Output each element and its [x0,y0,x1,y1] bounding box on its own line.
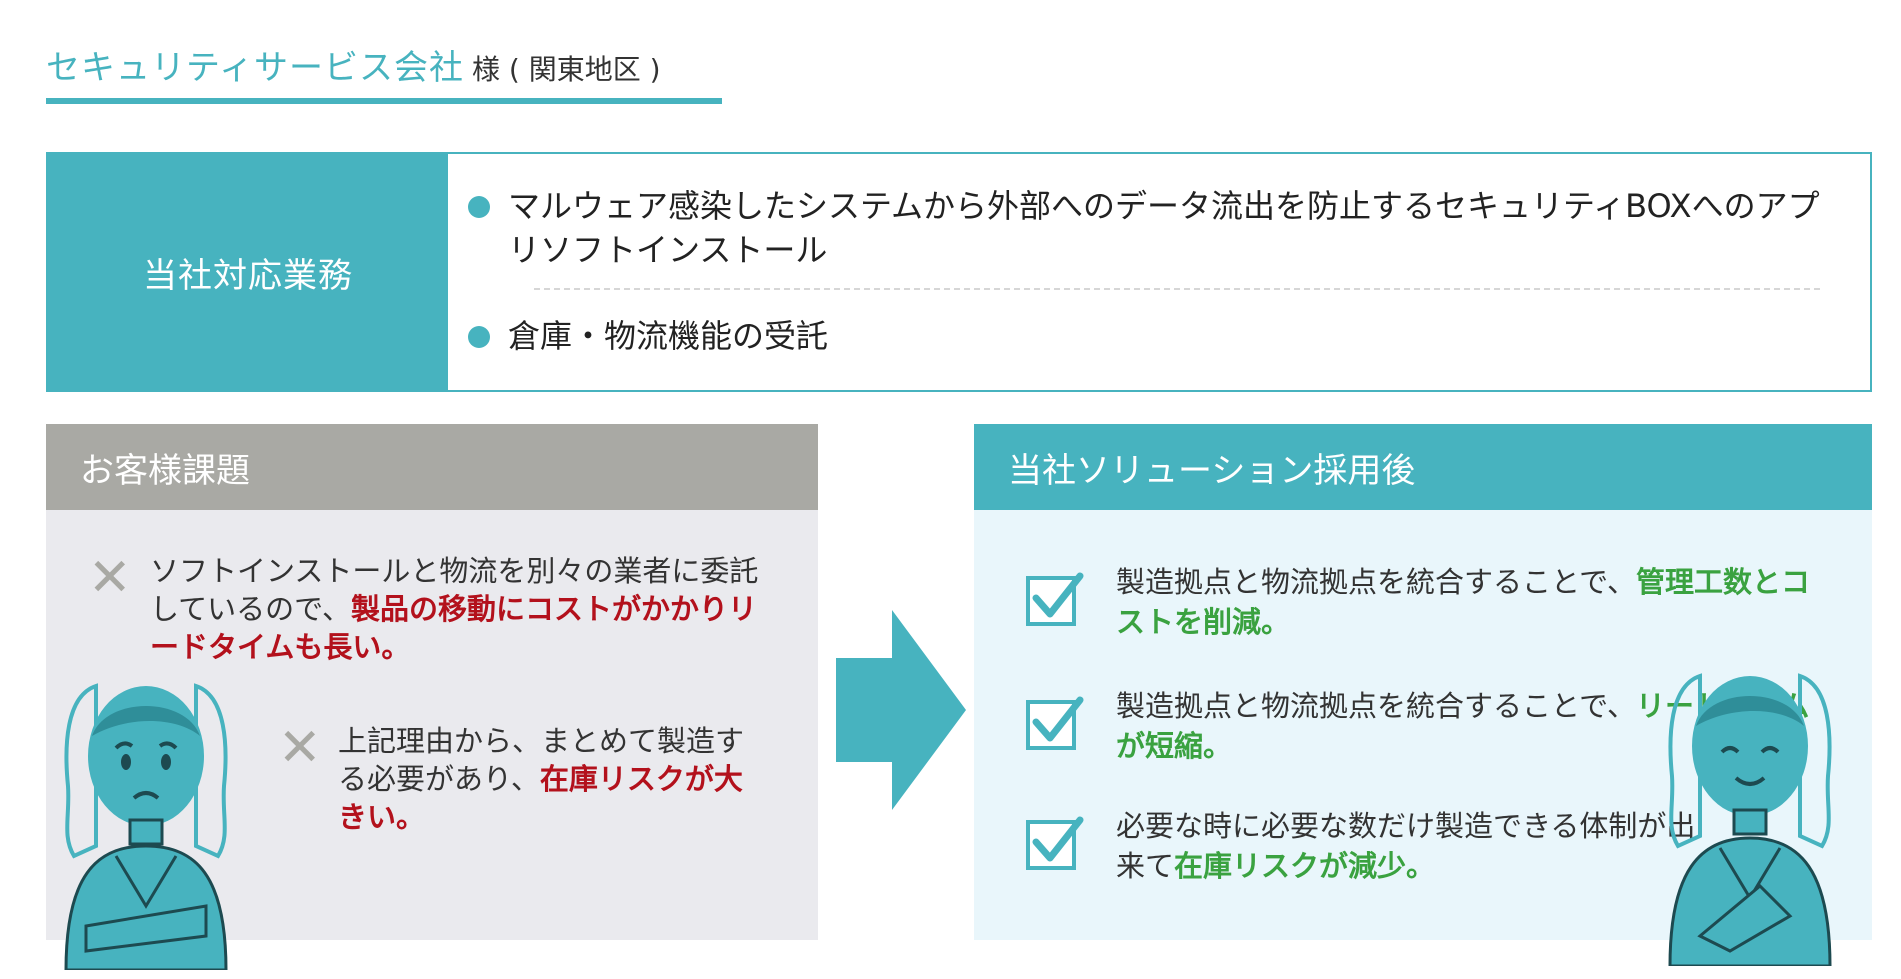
x-mark-icon: ✕ [278,718,322,778]
solution-header: 当社ソリューション採用後 [974,424,1872,510]
services-label: 当社対応業務 [48,154,448,390]
bullet-icon [468,196,490,218]
divider [534,288,1820,290]
issue-item: ソフトインストールと物流を別々の業者に委託しているので、製品の移動にコストがかか… [150,552,770,666]
worried-woman-icon [64,683,228,970]
x-mark-icon: ✕ [88,548,132,608]
solution-text: 製造拠点と物流拠点を統合することで、 [1116,565,1636,599]
service-item: マルウェア感染したシステムから外部へのデータ流出を防止するセキュリティBOXへの… [468,184,1848,272]
service-item: 倉庫・物流機能の受託 [468,314,1848,358]
solution-item: 製造拠点と物流拠点を統合することで、管理工数とコストを削減。 [1116,562,1836,642]
issue-text: ソフトインストールと物流を別々の業者に委託しているので、 [150,554,759,626]
issue-item: 上記理由から、まとめて製造する必要があり、在庫リスクが大きい。 [338,722,758,836]
issue-highlight: 在庫リスクが大きい。 [338,762,743,834]
services-box: 当社対応業務 マルウェア感染したシステムから外部へのデータ流出を防止するセキュリ… [46,152,1872,392]
bullet-icon [468,326,490,348]
issue-highlight: 製品の移動にコストがかかりリードタイムも長い。 [150,592,757,664]
right-arrow-icon [836,610,966,810]
company-name: セキュリティサービス会社 [46,48,464,88]
page-title: セキュリティサービス会社様 ( 関東地区 ) [46,40,722,104]
smiling-woman-icon [1668,673,1832,966]
company-suffix: 様 ( 関東地区 ) [471,53,661,86]
solution-highlight: 在庫リスクが減少。 [1174,849,1436,883]
service-item-text: マルウェア感染したシステムから外部へのデータ流出を防止するセキュリティBOXへの… [508,187,1820,269]
service-item-text: 倉庫・物流機能の受託 [508,317,829,355]
checkbox-check-icon [1026,816,1084,870]
solution-item: 必要な時に必要な数だけ製造できる体制が出来て在庫リスクが減少。 [1116,806,1716,886]
solution-text: 必要な時に必要な数だけ製造できる体制が出来て [1116,809,1696,883]
issues-header: お客様課題 [46,424,818,510]
solution-highlight: 管理工数とコストを削減。 [1116,565,1810,639]
solution-text: 製造拠点と物流拠点を統合することで、 [1116,689,1636,723]
checkbox-check-icon [1026,696,1084,750]
checkbox-check-icon [1026,572,1084,626]
issue-text: 上記理由から、まとめて製造する必要があり、 [338,724,745,796]
